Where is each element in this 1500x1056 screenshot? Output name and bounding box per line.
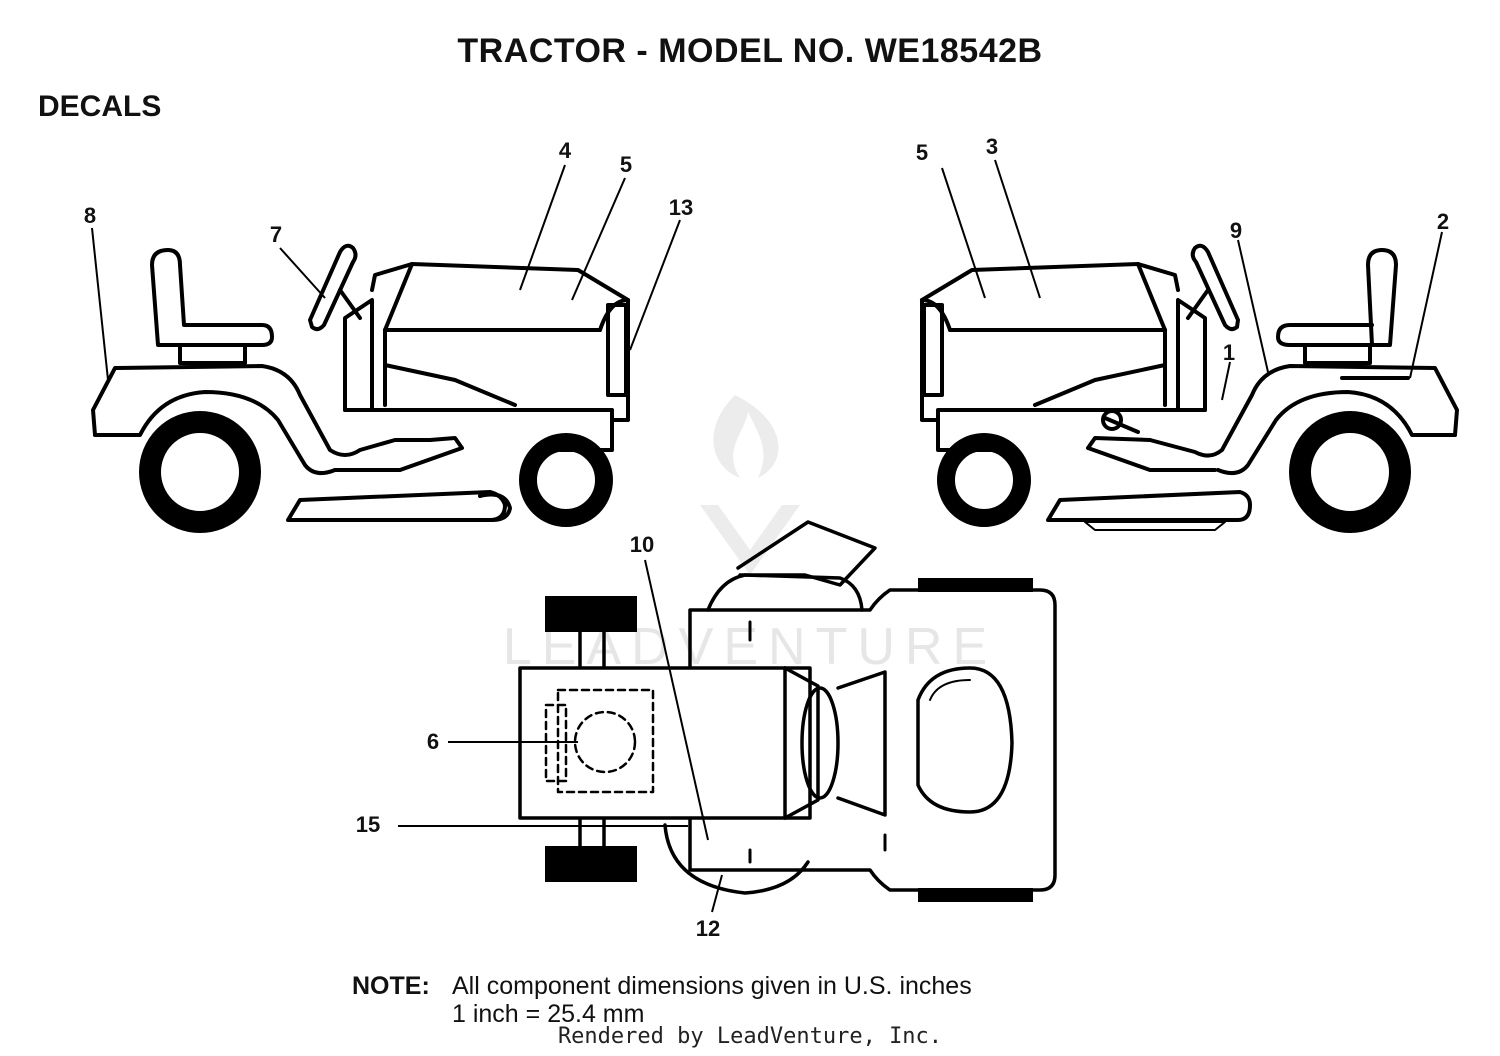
rendered-by-footer: Rendered by LeadVenture, Inc.	[557, 1024, 943, 1049]
section-heading: DECALS	[38, 90, 162, 123]
callout-7: 7	[270, 222, 282, 247]
top-view-tractor	[518, 520, 1057, 902]
callout-15: 15	[356, 812, 380, 837]
callout-13: 13	[669, 195, 693, 220]
callout-3: 3	[986, 134, 998, 159]
callout-8: 8	[84, 203, 96, 228]
callout-1: 1	[1223, 340, 1235, 365]
right-side-view-tractor	[920, 243, 1459, 533]
leader-lines	[91, 159, 1443, 913]
note-line-2: 1 inch = 25.4 mm	[452, 1000, 645, 1028]
callout-10: 10	[630, 532, 654, 557]
callout-4: 4	[559, 138, 572, 163]
left-side-view-tractor	[91, 243, 630, 533]
callout-5-left: 5	[620, 152, 632, 177]
callout-6: 6	[427, 729, 439, 754]
note-line-1: All component dimensions given in U.S. i…	[452, 972, 972, 1000]
callout-5-right: 5	[916, 140, 928, 165]
note-label: NOTE:	[352, 972, 430, 1000]
callout-2: 2	[1437, 209, 1449, 234]
callout-9: 9	[1230, 218, 1242, 243]
dimension-note: NOTE: All component dimensions given in U…	[352, 972, 972, 1028]
callout-12: 12	[696, 916, 720, 941]
page-title: TRACTOR - MODEL NO. WE18542B	[457, 32, 1043, 70]
